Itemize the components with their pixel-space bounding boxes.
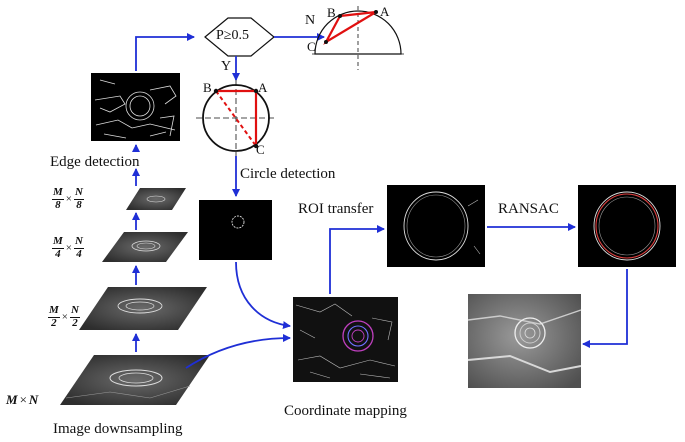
circle-detection-label: Circle detection — [240, 166, 336, 182]
ransac-label: RANSAC — [498, 201, 559, 217]
circle-point-a: A — [258, 80, 268, 95]
ransac-panel — [578, 185, 676, 267]
mapping-to-roi-arrow — [329, 225, 385, 294]
circle-point-b: B — [203, 80, 212, 95]
semicircle-figure — [312, 6, 404, 70]
edge-detection-panel — [91, 73, 180, 141]
base-to-mapping-arrow — [185, 334, 291, 369]
circle-point-c: C — [256, 142, 265, 157]
edge-detection-label: Edge detection — [50, 154, 140, 170]
pyramid-level-base — [60, 355, 210, 405]
semicircle-point-c: C — [307, 39, 316, 54]
semicircle-point-a: A — [380, 4, 390, 19]
coordinate-mapping-panel — [293, 297, 398, 382]
roi-panel — [387, 185, 485, 267]
decision-condition: P≥0.5 — [216, 28, 249, 43]
detection-to-mapping-arrow — [235, 261, 291, 330]
circle-figure — [196, 80, 276, 156]
image-downsampling-label: Image downsampling — [53, 421, 183, 437]
coordinate-mapping-label: Coordinate mapping — [284, 403, 407, 419]
circle-detection-panel — [199, 200, 272, 260]
no-branch-label: N — [305, 13, 316, 28]
pyramid-level-8 — [126, 188, 186, 210]
ransac-to-result-arrow — [582, 269, 628, 348]
pyramid-level-2 — [79, 287, 207, 330]
yes-branch-label: Y — [221, 59, 232, 74]
edge-to-decision-arrow — [135, 33, 195, 71]
result-panel — [467, 294, 582, 388]
pyramid-level-4 — [102, 232, 188, 262]
roi-transfer-label: ROI transfer — [298, 201, 374, 217]
scale-label-base: M×N — [6, 392, 39, 407]
semicircle-point-b: B — [327, 5, 336, 20]
